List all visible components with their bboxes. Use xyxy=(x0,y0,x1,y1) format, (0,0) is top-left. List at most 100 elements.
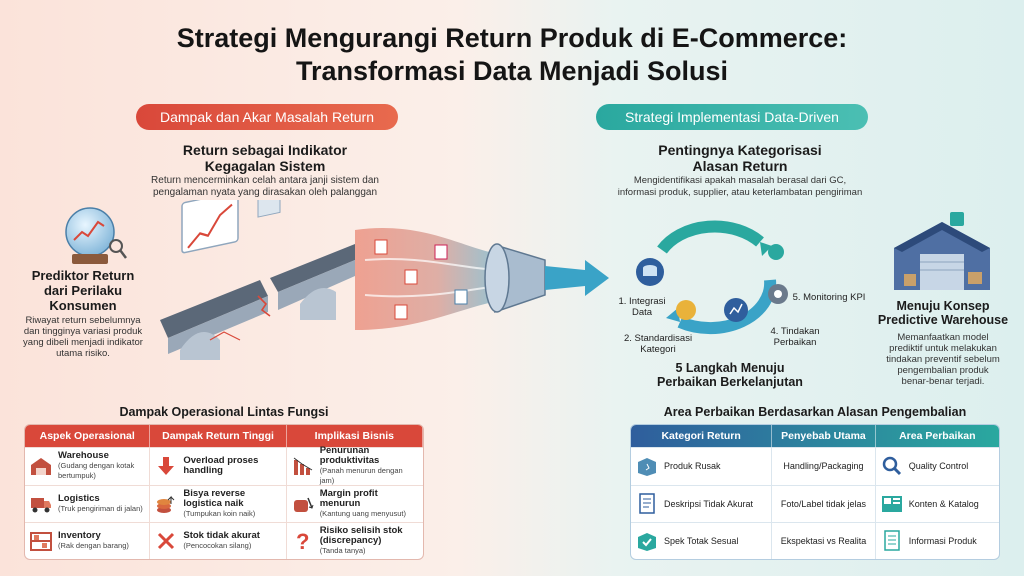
cell-sub: (Tumpukan koin naik) xyxy=(183,508,256,518)
table-cell: Foto/Label tidak jelas xyxy=(772,485,876,522)
step-2-label: 2. Standardisasi xyxy=(623,333,693,344)
right-description: Mengidentifikasi apakah masalah berasal … xyxy=(590,175,890,199)
improve-col-1: Kategori Return xyxy=(631,425,773,447)
table-cell: Margin profit menurun(Kantung uang menyu… xyxy=(287,486,423,523)
cell-title: Handling/Packaging xyxy=(783,461,864,472)
table-cell: Spek Totak Sesual xyxy=(631,523,773,559)
table-cell: Penurunan produktivitas(Panah menurun de… xyxy=(287,446,423,486)
right-desc-line-2: informasi produk, supplier, atau keterla… xyxy=(617,187,863,198)
left-description: Return mencerminkan celah antara janji s… xyxy=(140,175,390,199)
predictor-h2: dari Perilaku xyxy=(43,283,123,298)
cell-title: Stok tidak akurat xyxy=(183,530,260,542)
right-desc-line-1: Mengidentifikasi apakah masalah berasal … xyxy=(633,175,847,186)
table-row: Warehouse(Gudang dengan kotak bertumpuk)… xyxy=(25,446,423,486)
cell-title: Konten & Katalog xyxy=(908,498,979,509)
svg-text:?: ? xyxy=(296,530,309,552)
cell-title: Spek Totak Sesual xyxy=(664,536,739,547)
cell-sub: (Kantung uang menyusut) xyxy=(319,508,406,518)
warehouse-d4: pengembalian produk xyxy=(897,365,989,376)
left-desc-line-1: Return mencerminkan celah antara janji s… xyxy=(151,175,379,186)
predictor-heading: Prediktor Return dari Perilaku Konsumen xyxy=(24,268,142,313)
warehouse-description: Memanfaatkan model prediktif untuk melak… xyxy=(870,332,1016,387)
step-5: 5. Monitoring KPI xyxy=(792,292,866,303)
table-cell: Warehouse(Gudang dengan kotak bertumpuk) xyxy=(25,448,151,485)
cell-title: Quality Control xyxy=(908,461,969,472)
arrow-down-icon xyxy=(154,454,178,478)
warehouse-h1: Menuju Konsep xyxy=(896,299,990,313)
table-cell: Konten & Katalog xyxy=(876,486,999,523)
table-cell: Overload proses handling xyxy=(150,448,287,485)
right-heading-line-1: Pentingnya Kategorisasi xyxy=(658,142,822,158)
cell-sub: (Panah menurun dengan jam) xyxy=(319,466,403,486)
step-1-label: 1. Integrasi xyxy=(618,296,666,307)
broken-bridge-illustration xyxy=(160,200,355,360)
cell-title: Foto/Label tidak jelas xyxy=(780,498,866,509)
coins-icon xyxy=(154,492,178,516)
cell-title: Produk Rusak xyxy=(664,461,721,472)
impact-col-3: Implikasi Bisnis xyxy=(287,425,423,447)
predictor-d2: dan tingginya variasi produk xyxy=(23,326,143,337)
cell-sub: (Truk pengiriman di jalan) xyxy=(58,503,143,513)
step-4-label: 4. Tindakan xyxy=(770,326,820,337)
impact-table: Aspek Operasional Dampak Return Tinggi I… xyxy=(24,424,424,560)
truck-icon xyxy=(29,492,53,516)
warehouse-d5: benar-benar terjadi. xyxy=(901,376,985,387)
table-cell: Ekspektasi vs Realita xyxy=(772,523,876,559)
left-heading: Return sebagai Indikator Kegagalan Siste… xyxy=(150,142,380,174)
predictor-h3: Konsumen xyxy=(49,298,117,313)
cell-sub: (Gudang dengan kotak bertumpuk) xyxy=(58,461,135,481)
cell-title: Warehouse xyxy=(58,450,109,462)
step-1-sub: Data xyxy=(631,307,653,318)
shrinking-wallet-icon xyxy=(291,492,315,516)
table-cell: Produk Rusak xyxy=(631,448,773,485)
table-cell: Stok tidak akurat(Pencocokan silang) xyxy=(150,523,287,559)
table-cell: Bisya reverse logistica naik(Tumpukan ko… xyxy=(150,485,287,522)
document-icon xyxy=(635,492,659,516)
magnifier-icon xyxy=(880,454,904,478)
inventory-shelf-icon xyxy=(29,529,53,553)
step-1: 1. Integrasi Data xyxy=(612,296,672,318)
cell-title: Bisya reverse logistica naik xyxy=(183,487,246,509)
cell-sub: (Rak dengan barang) xyxy=(58,541,129,551)
step-2-sub: Kategori xyxy=(640,344,676,355)
improve-col-3: Area Perbaikan xyxy=(899,430,976,442)
warehouse-icon xyxy=(894,212,990,290)
predictor-description: Riwayat return sebelumnya dan tingginya … xyxy=(14,315,152,359)
right-table-title: Area Perbaikan Berdasarkan Alasan Pengem… xyxy=(663,405,967,419)
section-pill-right: Strategi Implementasi Data-Driven xyxy=(596,104,868,130)
catalog-icon xyxy=(880,492,904,516)
right-heading-line-2: Alasan Return xyxy=(692,158,788,174)
title-line-1: Strategi Mengurangi Return Produk di E-C… xyxy=(176,23,848,53)
section-pill-left: Dampak dan Akar Masalah Return xyxy=(136,104,398,130)
impact-col-2: Dampak Return Tinggi xyxy=(150,425,287,447)
cell-title: Informasi Produk xyxy=(908,536,977,547)
warehouse-h2: Predictive Warehouse xyxy=(877,313,1009,327)
predictor-d4: utama risiko. xyxy=(56,348,110,359)
table-cell: Quality Control xyxy=(876,448,999,485)
cell-sub: (Pencocokan silang) xyxy=(183,541,252,551)
improve-col-2: Penyebab Utama xyxy=(772,425,876,447)
table-row: Logistics(Truk pengiriman di jalan) Bisy… xyxy=(25,484,423,523)
box-check-icon xyxy=(635,529,659,553)
warehouse-d2: prediktif untuk melakukan xyxy=(889,343,997,354)
question-icon: ? xyxy=(291,529,315,553)
folder-icon xyxy=(676,300,696,320)
step-4-sub: Perbaikan xyxy=(773,337,817,348)
improvement-table: Kategori Return Penyebab Utama Area Perb… xyxy=(630,424,1000,560)
table-cell: Logistics(Truk pengiriman di jalan) xyxy=(25,485,151,522)
cell-title: Inventory xyxy=(58,530,101,542)
table-row: Deskripsi Tidak Akurat Foto/Label tidak … xyxy=(631,484,999,523)
table-row: Inventory(Rak dengan barang) Stok tidak … xyxy=(25,522,423,559)
table-row: Spek Totak Sesual Ekspektasi vs Realita … xyxy=(631,522,999,559)
cycle-heading-2: Perbaikan Berkelanjutan xyxy=(657,375,803,389)
cell-title: Logistics xyxy=(58,492,100,504)
table-cell: Handling/Packaging xyxy=(772,448,876,485)
table-cell: ? Risiko selisih stok (discrepancy)(Tand… xyxy=(287,523,423,559)
impact-col-1: Aspek Operasional xyxy=(25,425,151,447)
left-table-title: Dampak Operasional Lintas Fungsi xyxy=(119,405,329,419)
cycle-heading: 5 Langkah Menuju Perbaikan Berkelanjutan xyxy=(640,361,820,389)
cross-icon xyxy=(154,529,178,553)
left-heading-line-1: Return sebagai Indikator xyxy=(182,142,348,158)
table-cell: Informasi Produk xyxy=(876,523,999,559)
left-heading-line-2: Kegagalan Sistem xyxy=(204,158,326,174)
